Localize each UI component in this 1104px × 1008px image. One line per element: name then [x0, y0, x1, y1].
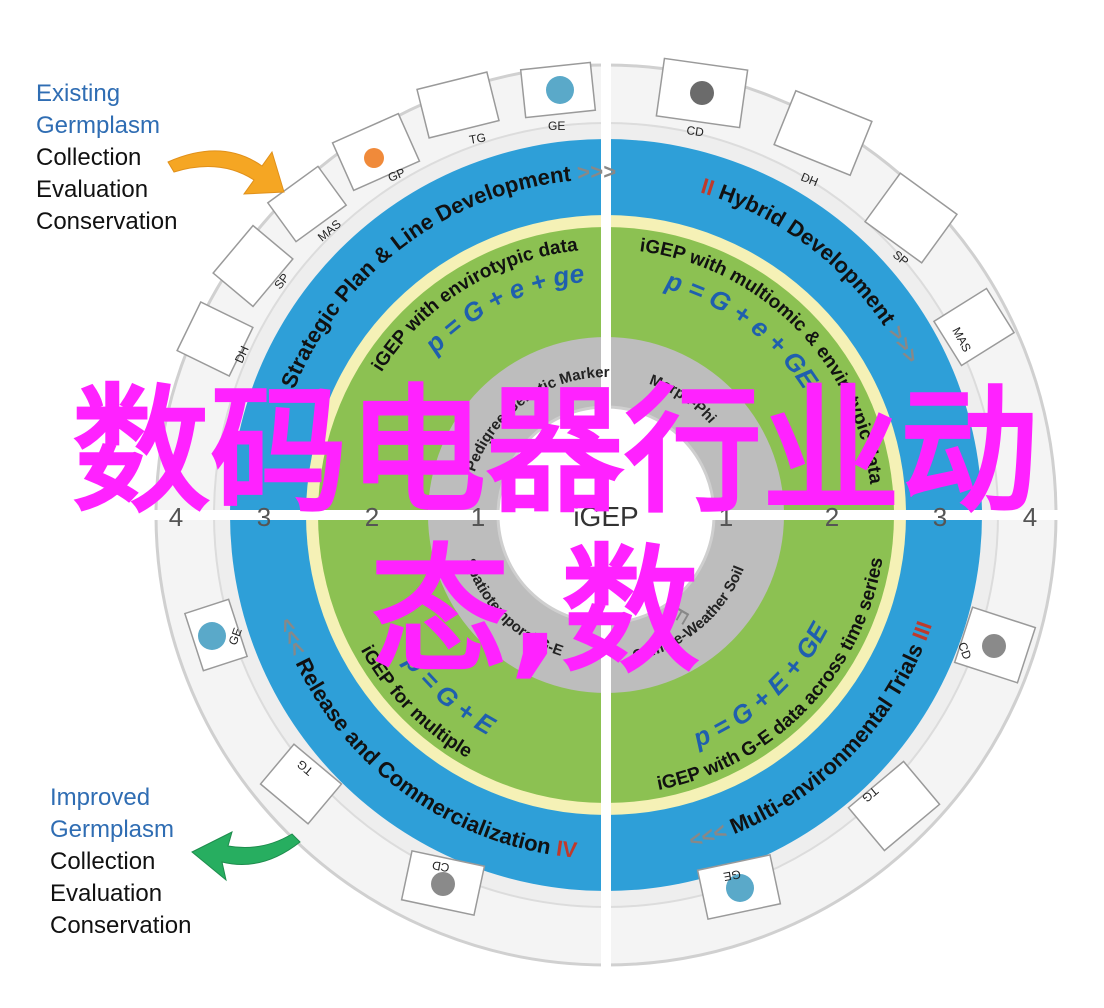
existing-item-collection: Collection: [36, 144, 142, 171]
outer-label-tr-cd: CD: [686, 123, 705, 139]
outer-label-br-cd: CD: [955, 640, 974, 661]
outer-label-tl-gp: GP: [386, 165, 407, 184]
improved-item-conservation: Conservation: [50, 912, 192, 939]
existing-germplasm-title-line2: Germplasm: [36, 112, 161, 139]
ring-number-right-3: 3: [933, 502, 947, 532]
outer-thumbnails: [176, 57, 1037, 921]
orange-arrow-icon: [167, 150, 285, 195]
existing-germplasm-block: Existing Germplasm Collection Evaluation…: [36, 78, 177, 238]
improved-germplasm-title-line1: Improved: [50, 784, 151, 811]
outer-label-bl-cd: CD: [431, 858, 451, 875]
ring-number-right-4: 4: [1023, 502, 1037, 532]
existing-item-evaluation: Evaluation: [36, 176, 149, 203]
thumbnail-marks: [198, 76, 1006, 902]
green-arrow-icon: [191, 831, 301, 882]
outer-label-bl-ge: GE: [226, 626, 245, 647]
outer-label-br-ge: GE: [722, 867, 742, 884]
existing-item-conservation: Conservation: [36, 208, 178, 235]
ring-number-right-1: 1: [719, 502, 733, 532]
ring-number-left-2: 2: [365, 502, 379, 532]
improved-germplasm-block: Improved Germplasm Collection Evaluation…: [50, 782, 191, 942]
center-label: iGEP: [573, 501, 638, 532]
existing-germplasm-title-line1: Existing: [36, 80, 121, 107]
outer-label-tl-ge: GE: [548, 119, 565, 133]
improved-item-collection: Collection: [50, 848, 156, 875]
improved-germplasm-title-line2: Germplasm: [50, 816, 175, 843]
ring-number-left-1: 1: [471, 502, 485, 532]
ring-number-left-3: 3: [257, 502, 271, 532]
outer-label-tl-tg: TG: [468, 130, 487, 147]
outer-label-tr-dh: DH: [799, 170, 820, 189]
ring-number-left-4: 4: [169, 502, 183, 532]
ring-number-right-2: 2: [825, 502, 839, 532]
outer-label-tl-dh: DH: [232, 344, 252, 366]
improved-item-evaluation: Evaluation: [50, 880, 163, 907]
